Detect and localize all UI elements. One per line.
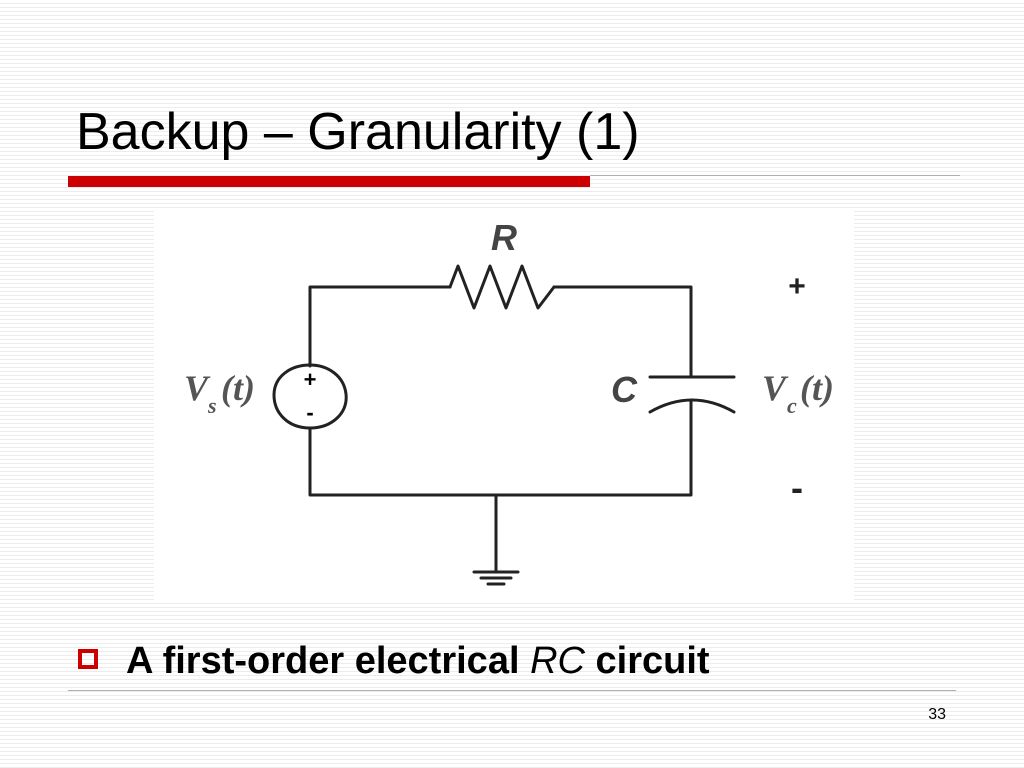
bullet-text: A first-order electrical RC circuit — [126, 640, 710, 683]
wire-top-right — [552, 285, 693, 379]
circuit-svg: + - R C V s (t) V c (t) + - — [184, 217, 834, 586]
source-voltage-label-arg: (t) — [221, 368, 255, 408]
source-voltage-label-sub: s — [207, 393, 217, 418]
capacitor-voltage-label-sub: c — [787, 393, 797, 418]
capacitor-voltage-label-arg: (t) — [800, 368, 834, 408]
wire-top-left — [308, 285, 452, 368]
source-voltage-label-main: V — [184, 368, 211, 408]
bullet-text-start: A first-order electrical — [126, 640, 531, 682]
resistor-label: R — [491, 217, 517, 258]
voltage-source-symbol — [272, 363, 348, 430]
title-divider-line — [590, 175, 960, 176]
footer-divider-line — [68, 690, 956, 691]
capacitor-voltage-label-main: V — [762, 368, 789, 408]
resistor-symbol — [448, 264, 556, 310]
output-plus-sign: + — [788, 270, 806, 303]
source-plus-sign: + — [304, 367, 317, 392]
bullet-text-italic: RC — [530, 640, 585, 682]
rc-circuit-diagram: + - R C V s (t) V c (t) + - — [154, 210, 854, 600]
page-number: 33 — [928, 706, 946, 723]
output-minus-sign: - — [791, 467, 803, 508]
slide-title: Backup – Granularity (1) — [76, 103, 640, 161]
hollow-square-bullet-icon — [78, 649, 98, 669]
bullet-text-end: circuit — [584, 640, 710, 682]
wire-right — [308, 398, 693, 497]
source-minus-sign: - — [306, 400, 313, 425]
title-accent-bar — [68, 176, 590, 187]
capacitor-label: C — [611, 369, 638, 410]
